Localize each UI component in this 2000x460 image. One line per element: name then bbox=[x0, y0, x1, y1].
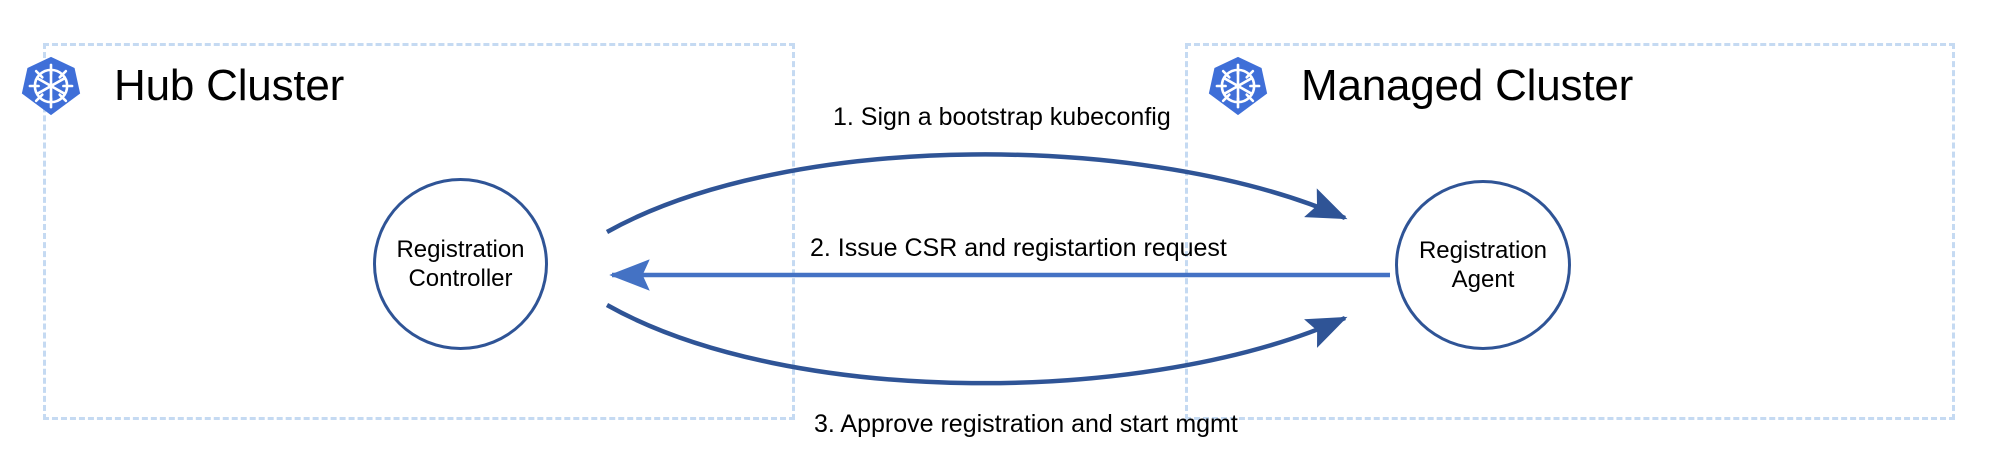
hub-cluster-box bbox=[43, 43, 795, 420]
registration-agent-node[interactable]: Registration Agent bbox=[1395, 180, 1571, 350]
arrow-path-3 bbox=[605, 303, 1348, 386]
kubernetes-icon bbox=[20, 55, 82, 117]
arrow-label-3: 3. Approve registration and start mgmt bbox=[814, 410, 1238, 438]
kubernetes-icon bbox=[1207, 55, 1269, 117]
hub-cluster-header: Hub Cluster bbox=[20, 55, 344, 117]
arrow-label-1: 1. Sign a bootstrap kubeconfig bbox=[833, 103, 1171, 131]
registration-agent-label-line-2: Agent bbox=[1451, 266, 1515, 293]
registration-agent-label-line-1: Registration bbox=[1418, 236, 1548, 264]
arrow-path-1 bbox=[605, 152, 1348, 234]
managed-cluster-box bbox=[1185, 43, 1955, 420]
managed-cluster-title: Managed Cluster bbox=[1301, 61, 1634, 110]
hub-cluster-title: Hub Cluster bbox=[114, 61, 345, 110]
arrow-label-2: 2. Issue CSR and registartion request bbox=[810, 234, 1227, 262]
registration-controller-label-line-2: Controller bbox=[408, 265, 513, 292]
registration-controller-node[interactable]: Registration Controller bbox=[373, 178, 548, 350]
managed-cluster-header: Managed Cluster bbox=[1207, 55, 1633, 117]
registration-controller-label-line-1: Registration bbox=[396, 235, 525, 263]
